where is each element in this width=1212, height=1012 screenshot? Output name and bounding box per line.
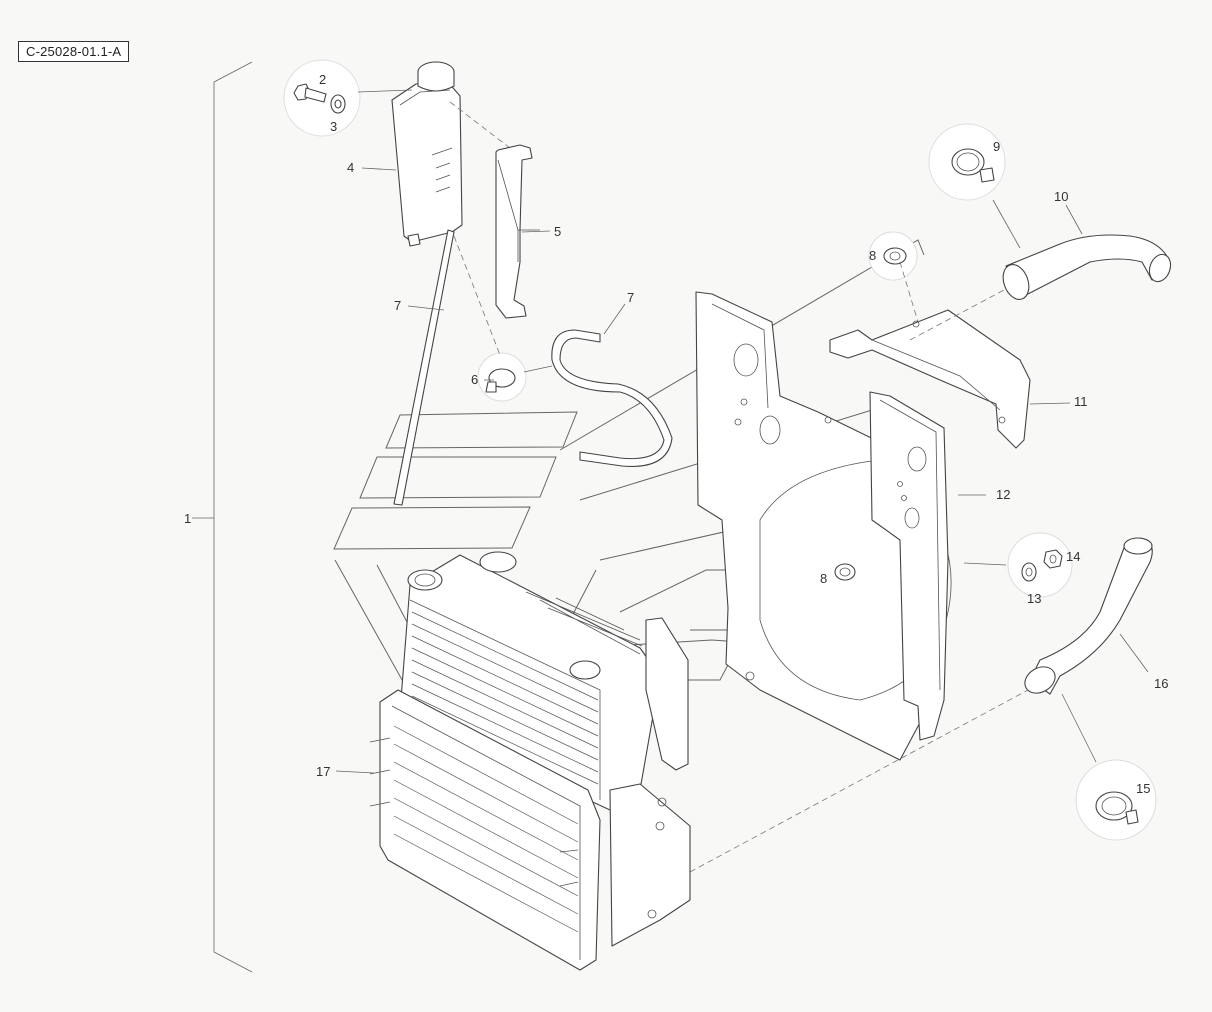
leader-10 bbox=[1065, 204, 1083, 235]
lower-hose-part bbox=[1024, 537, 1153, 695]
label-item-7-right: 7 bbox=[627, 290, 634, 305]
leader-5 bbox=[521, 230, 551, 233]
leader-6b bbox=[523, 365, 553, 373]
clamp-9-part bbox=[951, 148, 995, 183]
label-item-2: 2 bbox=[319, 72, 326, 87]
alignment-line bbox=[899, 261, 919, 323]
leader-7-right bbox=[603, 303, 626, 335]
top-bracket-part bbox=[829, 309, 1031, 449]
bolt-part bbox=[293, 83, 327, 103]
grommet-top-part bbox=[883, 247, 907, 265]
label-item-1: 1 bbox=[184, 511, 191, 526]
grommet-mid-part bbox=[834, 563, 856, 581]
leader-9 bbox=[992, 199, 1021, 249]
tank-bracket-part bbox=[495, 144, 540, 319]
leader-11 bbox=[1029, 402, 1071, 405]
label-item-3: 3 bbox=[330, 119, 337, 134]
shroud-side-panel-part bbox=[869, 391, 949, 741]
label-item-15: 15 bbox=[1136, 781, 1150, 796]
label-item-7-left: 7 bbox=[394, 298, 401, 313]
washer-13-part bbox=[1021, 562, 1037, 582]
expansion-tank-part bbox=[391, 61, 463, 247]
label-item-13: 13 bbox=[1027, 591, 1041, 606]
label-item-4: 4 bbox=[347, 160, 354, 175]
washer-part bbox=[330, 94, 346, 114]
alignment-line bbox=[689, 689, 1029, 873]
leader-17 bbox=[335, 770, 375, 774]
label-item-17: 17 bbox=[316, 764, 330, 779]
radiator-part bbox=[399, 551, 689, 811]
label-item-9: 9 bbox=[993, 139, 1000, 154]
label-item-14: 14 bbox=[1066, 549, 1080, 564]
leader-7-left bbox=[407, 305, 445, 311]
alignment-line bbox=[449, 101, 511, 149]
vent-hose-part bbox=[551, 329, 673, 467]
hose-clamp-part bbox=[485, 368, 516, 393]
label-item-8-mid: 8 bbox=[820, 571, 827, 586]
label-item-5: 5 bbox=[554, 224, 561, 239]
label-item-12: 12 bbox=[996, 487, 1010, 502]
label-item-8-top: 8 bbox=[869, 248, 876, 263]
part-labels: 1 2 3 4 5 6 7 7 8 8 9 10 11 12 13 14 15 … bbox=[184, 72, 1168, 796]
upper-hose-part bbox=[1002, 234, 1172, 300]
label-item-10: 10 bbox=[1054, 189, 1068, 204]
callout-circle-13-14 bbox=[1007, 532, 1073, 598]
clamp-15-part bbox=[1095, 791, 1139, 825]
label-item-16: 16 bbox=[1154, 676, 1168, 691]
leader-4 bbox=[361, 167, 397, 171]
drawing-reference: C-25028-01.1-A bbox=[18, 41, 130, 62]
label-item-6: 6 bbox=[471, 372, 478, 387]
oil-cooler-part bbox=[369, 689, 691, 971]
leader-15 bbox=[1061, 693, 1097, 763]
leader-13-14 bbox=[963, 562, 1007, 566]
overflow-hose-part bbox=[393, 229, 455, 506]
alignment-line bbox=[453, 235, 501, 356]
label-item-11: 11 bbox=[1074, 394, 1088, 409]
leader-16 bbox=[1119, 633, 1149, 673]
alignment-line bbox=[909, 289, 1005, 341]
nut-14-part bbox=[1043, 549, 1063, 569]
assembly-bracket bbox=[213, 61, 253, 973]
leader-2 bbox=[357, 89, 413, 93]
